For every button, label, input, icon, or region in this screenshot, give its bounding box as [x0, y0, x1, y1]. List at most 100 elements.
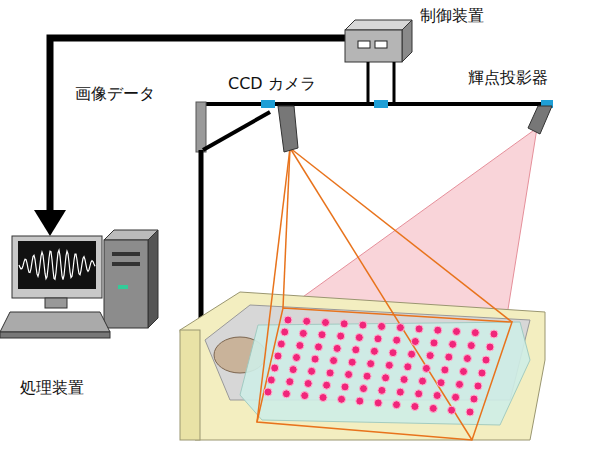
light-spot [486, 343, 494, 351]
control-box [345, 30, 402, 62]
light-spot [393, 336, 401, 344]
light-spot [463, 355, 471, 363]
control-box-side [402, 20, 412, 62]
light-spot [411, 338, 419, 346]
cable [50, 38, 345, 212]
light-spot [460, 368, 468, 376]
light-spot [296, 342, 304, 350]
light-spot [400, 376, 408, 384]
frame-brace [203, 112, 270, 150]
bed-frame [180, 292, 545, 440]
light-spot [448, 406, 456, 414]
wire [368, 62, 394, 104]
light-spot [359, 321, 367, 329]
light-spot [471, 329, 479, 337]
light-spot [299, 329, 307, 337]
light-spot [271, 364, 279, 372]
light-spot [345, 371, 353, 379]
light-spot [304, 380, 312, 388]
drive-slot [112, 252, 140, 256]
monitor [12, 236, 102, 298]
light-spot [374, 399, 382, 407]
light-spot [301, 392, 309, 400]
light-spot [338, 395, 346, 403]
light-spot [482, 356, 490, 364]
light-spot [341, 383, 349, 391]
light-spot [378, 386, 386, 394]
tower-side [148, 230, 158, 328]
light-spot [363, 372, 371, 380]
light-spot [449, 340, 457, 348]
light-spot [422, 364, 430, 372]
ccd-camera [278, 106, 298, 152]
light-spot [367, 360, 375, 368]
light-spot [419, 377, 427, 385]
frame-leg [199, 150, 204, 322]
light-spot [319, 394, 327, 402]
control-box-top [345, 20, 412, 30]
light-spot [286, 378, 294, 386]
camera-field [257, 308, 512, 440]
light-spot [337, 332, 345, 340]
light-spot [378, 322, 386, 330]
projection-edge [282, 128, 537, 312]
part-label: CCD カメラ [228, 74, 316, 93]
part-label: 画像データ [75, 84, 155, 103]
light-spot [370, 347, 378, 355]
light-spot [437, 379, 445, 387]
mount [261, 100, 275, 108]
spot-projector [528, 106, 552, 134]
light-spot [433, 392, 441, 400]
part-label: 輝点投影器 [468, 68, 548, 87]
part-label: 処理装置 [20, 378, 84, 397]
light-spot [340, 320, 348, 328]
light-spot [308, 367, 316, 375]
light-spot [330, 357, 338, 365]
light-spot [452, 393, 460, 401]
light-spot [470, 395, 478, 403]
light-spot [396, 324, 404, 332]
light-spot [408, 350, 416, 358]
light-spot [490, 330, 498, 338]
light-spot [389, 349, 397, 357]
computer-tower [104, 240, 148, 328]
light-spot [284, 316, 292, 324]
light-spot [356, 397, 364, 405]
light-spot [264, 388, 272, 396]
light-spot [415, 390, 423, 398]
light-spot [274, 352, 282, 360]
arrow-head [34, 210, 66, 236]
frame-post [196, 102, 206, 152]
light-spot [466, 408, 474, 416]
light-spot [426, 352, 434, 360]
light-spot [393, 401, 401, 409]
light-spot [456, 380, 464, 388]
light-spot [404, 363, 412, 371]
light-spot [453, 328, 461, 336]
light-spot [348, 358, 356, 366]
light-spot [430, 339, 438, 347]
light-spot [322, 319, 330, 327]
part-label: 制御装置 [420, 6, 484, 25]
light-spot [441, 366, 449, 374]
keyboard [0, 312, 110, 332]
bed-headboard [180, 330, 200, 440]
light-spot [474, 382, 482, 390]
light-spot [360, 385, 368, 393]
light-spot [411, 403, 419, 411]
light-spot [282, 390, 290, 398]
control-button [358, 41, 370, 48]
light-spot [333, 344, 341, 352]
light-spot [385, 361, 393, 369]
keyboard-edge [0, 332, 110, 338]
light-spot [445, 353, 453, 361]
light-spot [434, 326, 442, 334]
dot-grid [264, 316, 498, 416]
light-spot [374, 335, 382, 343]
light-spot [429, 404, 437, 412]
light-spot [382, 374, 390, 382]
mount [374, 100, 388, 108]
indicator [118, 285, 128, 289]
camera-view [257, 148, 512, 440]
